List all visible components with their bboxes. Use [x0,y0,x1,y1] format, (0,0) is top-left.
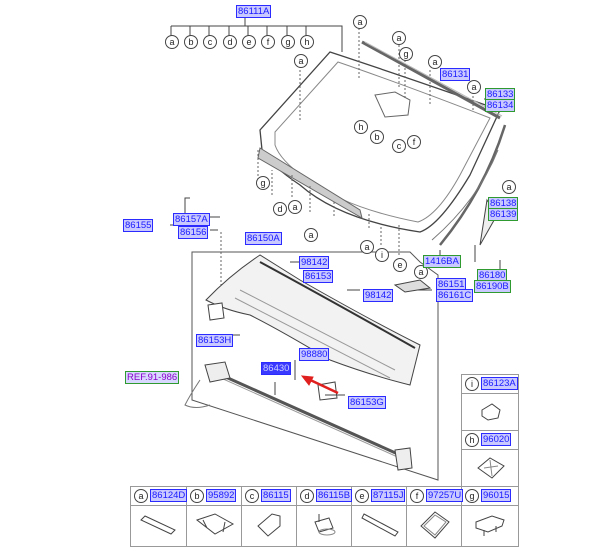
letter-marker: g [256,176,270,190]
part-number[interactable]: 96015 [481,489,512,502]
letter-g: g [281,35,295,49]
callout-86153G[interactable]: 86153G [348,396,386,409]
letter-marker: a [360,240,374,254]
letter-marker: a [392,31,406,45]
letter-marker: a [502,180,516,194]
callout-98142[interactable]: 98142 [299,256,330,269]
letter-h: h [465,433,479,447]
letter-marker: e [393,258,407,272]
callout-86131[interactable]: 86131 [440,68,471,81]
callout-86111A[interactable]: 86111A [236,5,272,18]
letter-marker: a [414,265,428,279]
part-number[interactable]: 97257U [426,489,464,502]
part-number[interactable]: 86115 [261,489,291,502]
callout-86134[interactable]: 86134 [485,99,516,112]
letter-c: c [203,35,217,49]
letter-marker: d [273,202,287,216]
tape-pad-icon [420,511,450,539]
letter-marker: b [370,130,384,144]
mount-clip-icon [475,515,505,536]
callout-98880[interactable]: 98880 [299,348,330,361]
callout-86153[interactable]: 86153 [303,270,334,283]
letter-f: f [261,35,275,49]
letter-g: g [465,489,479,503]
callout-86150A[interactable]: 86150A [245,232,282,245]
letter-marker: a [288,200,302,214]
callout-86156[interactable]: 86156 [178,226,209,239]
callout-86153H[interactable]: 86153H [196,334,234,347]
callout-86190B[interactable]: 86190B [474,280,511,293]
letter-marker: a [428,55,442,69]
letter-e: e [355,489,369,503]
pad-icon [257,513,281,537]
letter-marker: f [407,135,421,149]
strip-pad-icon [140,515,176,535]
callout-86155[interactable]: 86155 [123,219,154,232]
letter-b: b [184,35,198,49]
part-number[interactable]: 86124D [150,489,188,502]
letter-marker: a [467,80,481,94]
reference-link[interactable]: REF.91-986 [125,371,180,384]
letter-marker: a [304,228,318,242]
callout-86157A[interactable]: 86157A [173,213,210,226]
letter-i: i [465,377,479,391]
part-number[interactable]: 86115B [316,489,353,502]
letter-f: f [410,489,424,503]
sensor-clip-icon [314,514,336,536]
letter-e: e [242,35,256,49]
long-strip-icon [361,513,399,537]
mirror-pad-icon [477,457,505,479]
callout-86139[interactable]: 86139 [488,208,519,221]
callout-1416BA[interactable]: 1416BA [423,255,461,268]
letter-h: h [300,35,314,49]
letter-d: d [300,489,314,503]
callout-98142[interactable]: 98142 [363,289,394,302]
letter-a: a [165,35,179,49]
letter-a: a [134,489,148,503]
part-number[interactable]: 95892 [206,489,237,502]
part-number[interactable]: 96020 [481,433,512,446]
letter-marker: g [399,47,413,61]
bracket-icon [195,513,235,535]
part-number[interactable]: 86123A [481,377,518,390]
letter-d: d [223,35,237,49]
letter-marker: a [294,54,308,68]
letter-marker: i [375,248,389,262]
cowl-group-frame [191,251,439,481]
letter-b: b [190,489,204,503]
clip-icon [481,403,501,421]
part-number[interactable]: 87115J [371,489,406,502]
callout-86161C[interactable]: 86161C [436,289,474,302]
letter-marker: h [354,120,368,134]
windshield-outline [259,51,501,233]
letter-marker: a [353,15,367,29]
letter-c: c [245,489,259,503]
callout-86430-selected[interactable]: 86430 [261,362,292,375]
letter-marker: c [392,139,406,153]
group-bracket [171,18,310,27]
